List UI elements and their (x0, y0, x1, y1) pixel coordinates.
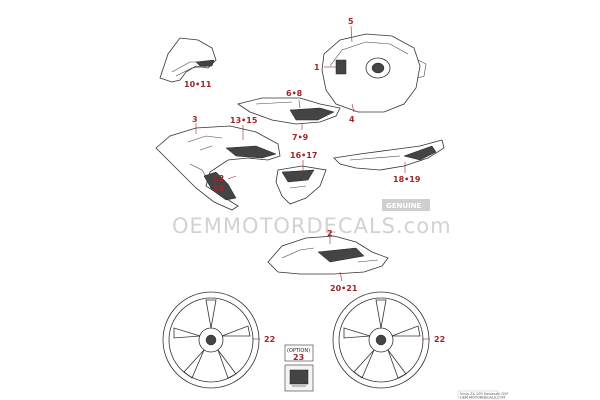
callout-18-19: 18•19 (393, 175, 421, 184)
leader-lines (195, 25, 430, 340)
callout-6-8: 6•8 (286, 89, 303, 98)
upper-cowl-part (159, 37, 217, 83)
footer-text: Ninja ZX-10R Kawasaki DXF (460, 392, 509, 396)
callout-20-21: 20•21 (330, 284, 358, 293)
watermark: OEMMOTORDECALS.com GENUINE (172, 199, 452, 238)
footer-sub: OEM MOTORDECALS.COM (460, 396, 505, 400)
watermark-text: OEMMOTORDECALS.com (172, 214, 452, 238)
side-fairing-part (155, 125, 281, 211)
footer: Ninja ZX-10R Kawasaki DXF OEM MOTORDECAL… (457, 390, 509, 400)
callout-13-15: 13•15 (230, 116, 258, 125)
callout-12: 12 (213, 174, 224, 183)
callouts: 1 2 3 4 5 6•8 7•9 10•11 12 13•15 14 16•1… (184, 17, 445, 344)
callout-7-9: 7•9 (292, 133, 309, 142)
wheel-right-part (332, 291, 430, 389)
callout-22-left: 22 (264, 335, 275, 344)
callout-14: 14 (213, 184, 225, 193)
lower-fairing-part (267, 235, 389, 275)
fuel-tank-part (321, 33, 427, 113)
callout-2: 2 (327, 229, 333, 238)
watermark-box (382, 199, 430, 211)
callout-22-right: 22 (434, 335, 445, 344)
option-label: (OPTION) (287, 348, 310, 354)
callout-16-17: 16•17 (290, 151, 317, 160)
callout-23: 23 (293, 353, 304, 362)
callout-5: 5 (348, 17, 354, 26)
watermark-box-text: GENUINE (386, 202, 422, 210)
seat-cowl-part (237, 97, 341, 125)
callout-3: 3 (192, 115, 198, 124)
callout-1: 1 (314, 63, 320, 72)
wheel-left-part (162, 291, 260, 389)
tail-cowl-part (333, 139, 445, 171)
callout-10-11: 10•11 (184, 80, 212, 89)
callout-4: 4 (349, 115, 355, 124)
inner-panel-part (275, 165, 327, 205)
option-23-box: (OPTION) 23 (284, 344, 314, 392)
